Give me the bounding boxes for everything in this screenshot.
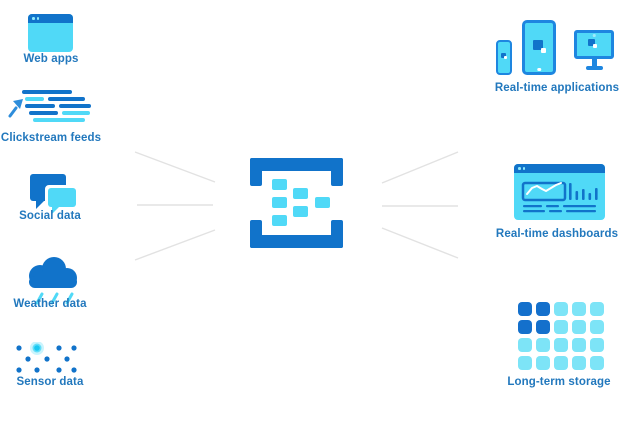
event-ingestion-brackets-icon: [250, 158, 343, 248]
storage-cell: [554, 356, 568, 370]
phone-icon: [496, 40, 512, 75]
output-label-real-time-applications: Real-time applications: [494, 82, 620, 94]
storage-cell: [554, 338, 568, 352]
storage-cell: [536, 302, 550, 316]
tablet-icon: [522, 20, 556, 75]
titlebar-dot-icon: [522, 167, 525, 170]
source-label-sensor-data: Sensor data: [16, 376, 84, 388]
source-label-social-data: Social data: [19, 210, 81, 222]
source-label-clickstream-feeds: Clickstream feeds: [0, 132, 102, 144]
storage-cell: [590, 356, 604, 370]
monitor-stand: [592, 59, 597, 66]
storage-cell: [518, 338, 532, 352]
source-label-weather-data: Weather data: [13, 298, 87, 310]
titlebar-dot-icon: [36, 17, 39, 20]
storage-block-grid-icon: [518, 302, 604, 370]
titlebar-dot-icon: [518, 167, 521, 170]
storage-cell: [518, 320, 532, 334]
dashboard-titlebar: [514, 164, 605, 173]
storage-cell: [536, 320, 550, 334]
storage-cell: [590, 320, 604, 334]
output-label-real-time-dashboards: Real-time dashboards: [495, 228, 619, 240]
storage-cell: [572, 338, 586, 352]
storage-cell: [572, 302, 586, 316]
storage-cell: [590, 338, 604, 352]
app-square-icon: [588, 39, 598, 49]
app-square-icon: [501, 53, 507, 59]
storage-cell: [590, 302, 604, 316]
rain-cloud-icon: [29, 257, 77, 305]
clickstream-bars-cursor-icon: [8, 90, 91, 122]
source-label-web-apps: Web apps: [23, 53, 79, 65]
storage-cell: [518, 356, 532, 370]
storage-cell: [554, 320, 568, 334]
titlebar-dot-icon: [32, 17, 35, 20]
app-square-icon: [533, 40, 546, 53]
output-label-long-term-storage: Long-term storage: [507, 376, 611, 388]
monitor-base: [586, 66, 603, 70]
camera-dot-icon: [592, 34, 596, 37]
browser-titlebar: [28, 14, 73, 23]
chat-bubbles-icon: [30, 174, 77, 216]
storage-cell: [518, 302, 532, 316]
storage-cell: [536, 356, 550, 370]
storage-cell: [536, 338, 550, 352]
storage-cell: [572, 356, 586, 370]
storage-cell: [554, 302, 568, 316]
sensor-dot-grid-icon: [16, 342, 77, 373]
dashboard-window-icon: [514, 164, 605, 220]
dashboard-widgets: [521, 181, 598, 213]
monitor-screen: [574, 30, 614, 59]
storage-cell: [572, 320, 586, 334]
home-button-icon: [537, 67, 541, 71]
browser-window-icon: [28, 14, 73, 52]
